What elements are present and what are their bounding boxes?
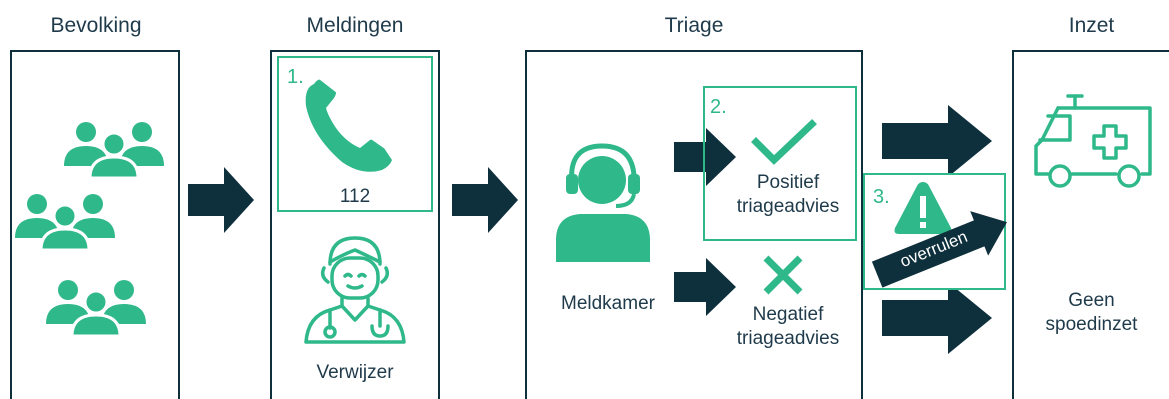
overrule-arrow-shape [871, 211, 1007, 288]
panel-meldingen [270, 50, 440, 399]
referrer-label: Verwijzer [316, 362, 394, 383]
operator-headset-icon [556, 143, 650, 262]
doctor-icon [304, 236, 406, 344]
phone-icon [305, 76, 393, 172]
arrow-right-icon [674, 128, 736, 186]
arrow-right-icon [882, 282, 992, 354]
ambulance-icon [1034, 94, 1152, 188]
cross-icon [763, 255, 803, 295]
warning-icon [894, 182, 952, 234]
positive-label-line1: Positief [756, 172, 820, 193]
phone-number-label: 112 [339, 186, 371, 207]
step-1-number: 1. [287, 66, 304, 88]
operator-label: Meldkamer [561, 293, 655, 314]
step-2-number: 2. [710, 96, 727, 118]
people-group-icon [13, 120, 166, 338]
column-title-bevolking: Bevolking [50, 14, 142, 37]
column-title-triage: Triage [664, 14, 724, 37]
arrow-right-icon [188, 167, 254, 233]
column-title-meldingen: Meldingen [306, 14, 404, 37]
column-title-inzet: Inzet [1068, 14, 1115, 37]
arrow-right-icon [674, 258, 736, 316]
panel-bevolking [10, 50, 180, 399]
overrule-arrow: overrulen [868, 199, 1018, 297]
arrow-right-icon [882, 105, 992, 177]
panel-inzet [1012, 50, 1169, 399]
arrow-right-icon [452, 167, 518, 233]
step-1-box [277, 56, 433, 212]
negative-label-line2: triageadvies [736, 328, 840, 349]
no-dispatch-label-line1: Geen [1068, 290, 1115, 311]
panel-triage [525, 50, 863, 399]
negative-label-line1: Negatief [752, 304, 824, 325]
check-icon [751, 119, 817, 165]
step-2-box [703, 86, 857, 241]
positive-label-line2: triageadvies [736, 196, 840, 217]
no-dispatch-label-line2: spoedinzet [1045, 314, 1138, 335]
step-3-number: 3. [873, 186, 890, 208]
